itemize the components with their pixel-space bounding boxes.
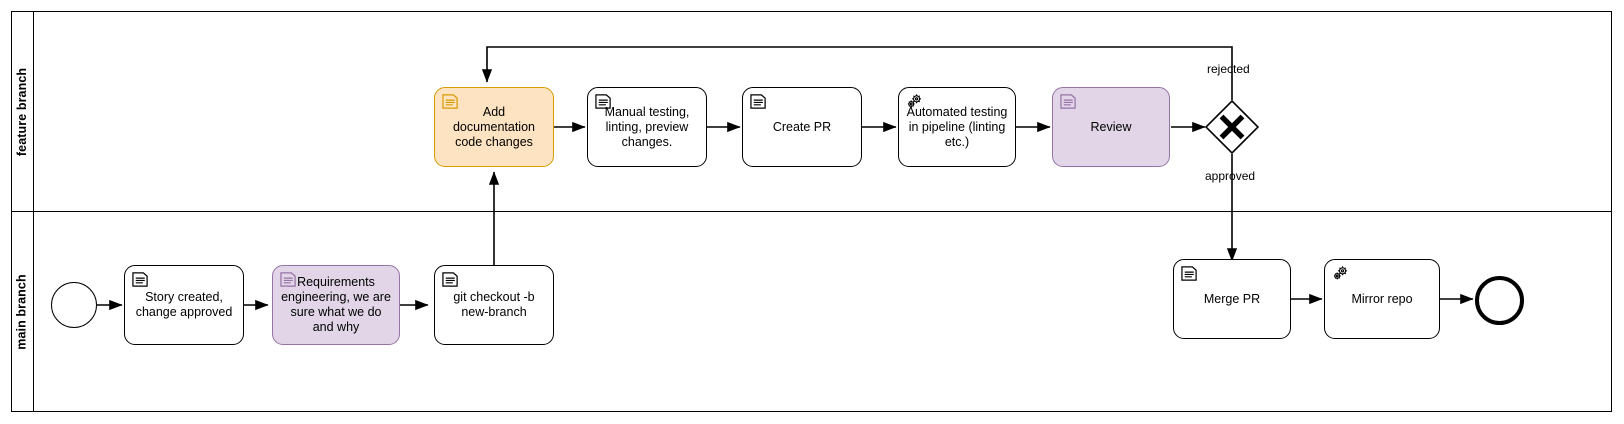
task-git-checkout[interactable]: git checkout -b new-branch <box>434 265 554 345</box>
manual-task-icon <box>1060 94 1076 109</box>
manual-task-icon <box>442 272 458 287</box>
service-task-icon <box>1333 266 1348 280</box>
lane-label-main-branch: main branch <box>15 274 29 350</box>
task-merge-pr[interactable]: Merge PR <box>1173 259 1291 339</box>
task-label: Requirements engineering, we are sure wh… <box>281 275 391 334</box>
task-label: Story created, change approved <box>135 290 233 319</box>
task-label: Merge PR <box>1203 291 1261 306</box>
task-label: Manual testing, linting, preview changes… <box>604 104 690 149</box>
lane-header-main-branch: main branch <box>11 212 34 412</box>
manual-task-icon <box>750 94 766 109</box>
edge-label-approved: approved <box>1205 169 1256 183</box>
task-mirror-repo[interactable]: Mirror repo <box>1324 259 1440 339</box>
task-label: Create PR <box>772 119 832 134</box>
task-label: Mirror repo <box>1351 291 1413 306</box>
task-manual-testing[interactable]: Manual testing, linting, preview changes… <box>587 87 707 167</box>
edge-label-rejected: rejected <box>1207 62 1250 76</box>
task-requirements-engineering[interactable]: Requirements engineering, we are sure wh… <box>272 265 400 345</box>
task-label: Automated testing in pipeline (linting e… <box>906 104 1008 149</box>
lane-label-feature-branch: feature branch <box>15 67 30 156</box>
task-label: Review <box>1090 119 1132 134</box>
task-create-pr[interactable]: Create PR <box>742 87 862 167</box>
task-label: git checkout -b new-branch <box>453 290 535 319</box>
start-event[interactable] <box>51 282 97 328</box>
task-story-created[interactable]: Story created, change approved <box>124 265 244 345</box>
task-automated-testing[interactable]: Automated testing in pipeline (linting e… <box>898 87 1016 167</box>
manual-task-icon <box>132 272 148 287</box>
task-label: Add documentation code changes <box>452 104 535 149</box>
task-review[interactable]: Review <box>1052 87 1170 167</box>
end-event[interactable] <box>1475 276 1524 325</box>
gateway-shape <box>1204 99 1260 155</box>
task-add-documentation[interactable]: Add documentation code changes <box>434 87 554 167</box>
manual-task-icon <box>1181 266 1197 281</box>
lane-header-feature-branch: feature branch <box>11 11 34 212</box>
exclusive-gateway[interactable] <box>1204 99 1260 155</box>
lane-divider <box>11 211 1612 212</box>
